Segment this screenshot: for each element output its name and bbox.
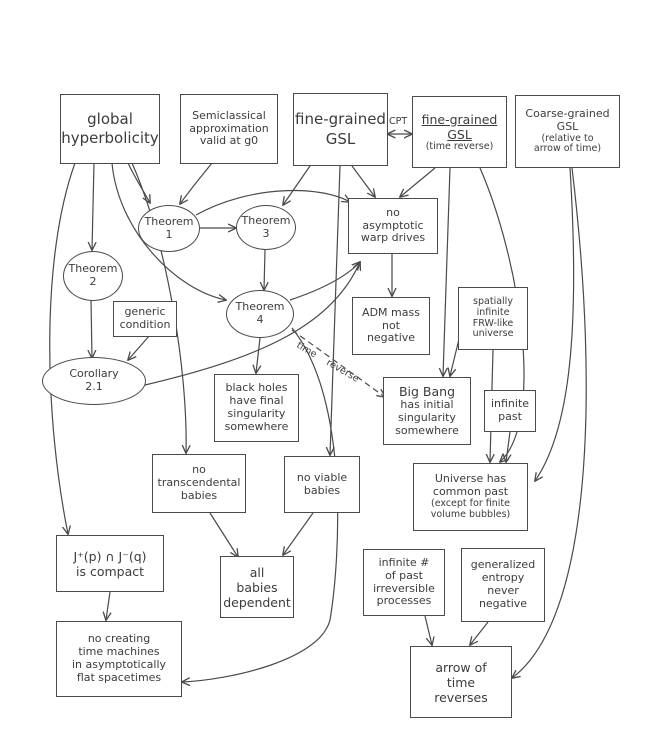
edge-notrans-all bbox=[209, 512, 238, 557]
edge-fine-th3 bbox=[283, 165, 311, 205]
edge-gh-compact bbox=[49, 162, 76, 534]
edge-entropy-arrow bbox=[470, 621, 489, 645]
edge-rev-nowarp bbox=[400, 167, 436, 197]
edge-rev-bigbang bbox=[443, 167, 451, 376]
edge-th4-nowarp bbox=[289, 262, 360, 301]
edge-th4-timemachines bbox=[182, 327, 339, 682]
edge-coarse-arrow bbox=[512, 167, 587, 678]
edge-th3-th4 bbox=[264, 249, 265, 290]
edge-coarse-common bbox=[535, 167, 575, 481]
edge-th2-corollary bbox=[91, 299, 92, 358]
node-causal-diamond-compact: J⁺(p) ∩ J⁻(q)is compact bbox=[56, 535, 164, 592]
edge-gh-th4 bbox=[111, 162, 226, 300]
edge-gh-th1 bbox=[127, 162, 150, 203]
edge-semi-th1 bbox=[180, 162, 213, 204]
edge-fine-noviable bbox=[330, 165, 341, 455]
edge-label-cpt: CPT bbox=[389, 116, 408, 127]
edge-corollary-nowarp bbox=[144, 262, 360, 386]
edge-fine-nowarp bbox=[351, 165, 375, 197]
edge-gh-th2 bbox=[92, 162, 94, 250]
edge-processes-arrow bbox=[424, 615, 432, 645]
edge-th4-bigbang bbox=[291, 329, 385, 397]
edge-th1-nowarp bbox=[195, 190, 350, 216]
edge-th4-blackholes bbox=[256, 337, 260, 373]
edge-past-common bbox=[506, 431, 510, 462]
edge-generic-corollary bbox=[128, 334, 151, 360]
edge-noviable-all bbox=[283, 512, 314, 555]
edge-compact-timemachines bbox=[106, 591, 110, 620]
